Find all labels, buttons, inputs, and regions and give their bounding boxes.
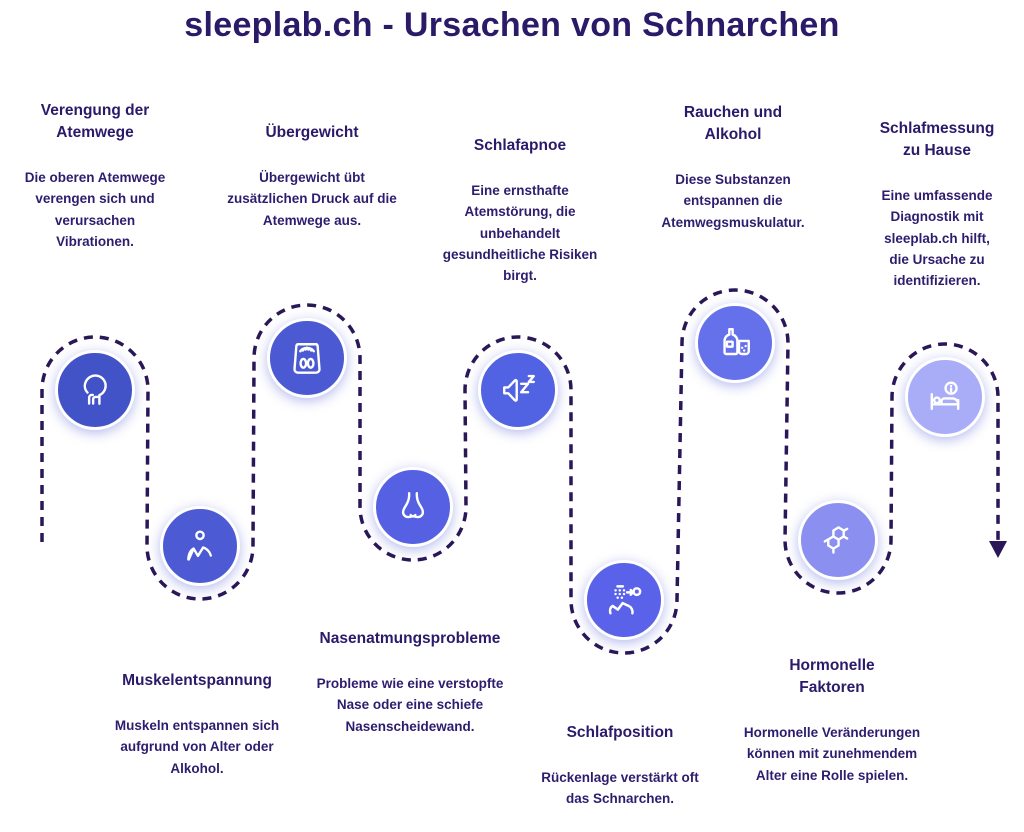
cause-body: Die oberen Atemwege verengen sich und ve… <box>24 170 166 249</box>
node-situp-person[interactable] <box>160 506 240 586</box>
node-weight-scale[interactable] <box>267 318 347 398</box>
cause-heading: Schlafposition <box>566 724 674 741</box>
node-home-sleep-test[interactable] <box>905 357 985 437</box>
alcohol-bottle-icon <box>723 328 750 356</box>
cause-body: Eine umfassende Diagnostik mit sleeplab.… <box>881 188 993 289</box>
sleeping-position-icon <box>608 585 642 615</box>
cause-heading: Verengung der Atemwege <box>40 102 150 141</box>
cause-heading: Schlafmessung zu Hause <box>879 120 995 159</box>
node-hormone-molecule[interactable] <box>798 500 878 580</box>
timeline-dashed-line <box>40 288 1000 655</box>
cause-block-verengung: Verengung der Atemwege Die oberen Atemwe… <box>19 100 171 252</box>
cause-block-hormonelle: Hormonelle Faktoren Hormonelle Veränderu… <box>737 655 927 786</box>
cause-body: Muskeln entspannen sich aufgrund von Alt… <box>114 718 280 776</box>
cause-block-muskelentspannung: Muskelentspannung Muskeln entspannen sic… <box>107 670 287 779</box>
timeline-end-arrow-icon <box>989 541 1007 558</box>
weight-scale-icon <box>293 343 321 374</box>
cause-block-rauchen-alkohol: Rauchen und Alkohol Diese Substanzen ent… <box>642 102 824 233</box>
cause-body: Hormonelle Veränderungen können mit zune… <box>743 725 921 783</box>
cause-heading: Rauchen und Alkohol <box>683 104 783 143</box>
cause-block-schlafmessung: Schlafmessung zu Hause Eine umfassende D… <box>880 118 995 292</box>
cause-block-nasenatmung: Nasenatmungsprobleme Probleme wie eine v… <box>314 628 506 737</box>
situp-person-icon <box>187 530 213 561</box>
cause-block-uebergewicht: Übergewicht Übergewicht übt zusätzlichen… <box>226 122 398 231</box>
cause-body: Rückenlage verstärkt oft das Schnarchen. <box>541 770 699 807</box>
node-nose[interactable] <box>373 467 453 547</box>
cause-heading: Hormonelle Faktoren <box>789 657 875 696</box>
hormone-molecule-icon <box>823 526 849 554</box>
cause-block-schlafapnoe: Schlafapnoe Eine ernsthafte Atemstörung,… <box>439 135 601 287</box>
head-airway-icon <box>83 374 107 405</box>
home-sleep-test-icon <box>930 381 960 411</box>
cause-body: Übergewicht übt zusätzlichen Druck auf d… <box>227 170 397 228</box>
cause-heading: Muskelentspannung <box>122 672 272 689</box>
cause-body: Diese Substanzen entspannen die Atemwegs… <box>661 172 805 230</box>
snoring-megaphone-icon <box>503 374 535 402</box>
nose-icon <box>401 492 425 519</box>
node-alcohol-bottle[interactable] <box>695 303 775 383</box>
node-snoring-megaphone[interactable] <box>478 350 558 430</box>
node-sleeping-position[interactable] <box>584 560 664 640</box>
cause-body: Probleme wie eine verstopfte Nase oder e… <box>316 676 504 734</box>
cause-body: Eine ernsthafte Atemstörung, die unbehan… <box>442 183 598 284</box>
node-head-airway[interactable] <box>55 350 135 430</box>
cause-block-schlafposition: Schlafposition Rückenlage verstärkt oft … <box>536 722 704 810</box>
cause-heading: Nasenatmungsprobleme <box>319 630 501 647</box>
cause-heading: Übergewicht <box>265 124 359 141</box>
cause-heading: Schlafapnoe <box>473 137 567 154</box>
page-title: sleeplab.ch - Ursachen von Schnarchen <box>184 6 840 44</box>
